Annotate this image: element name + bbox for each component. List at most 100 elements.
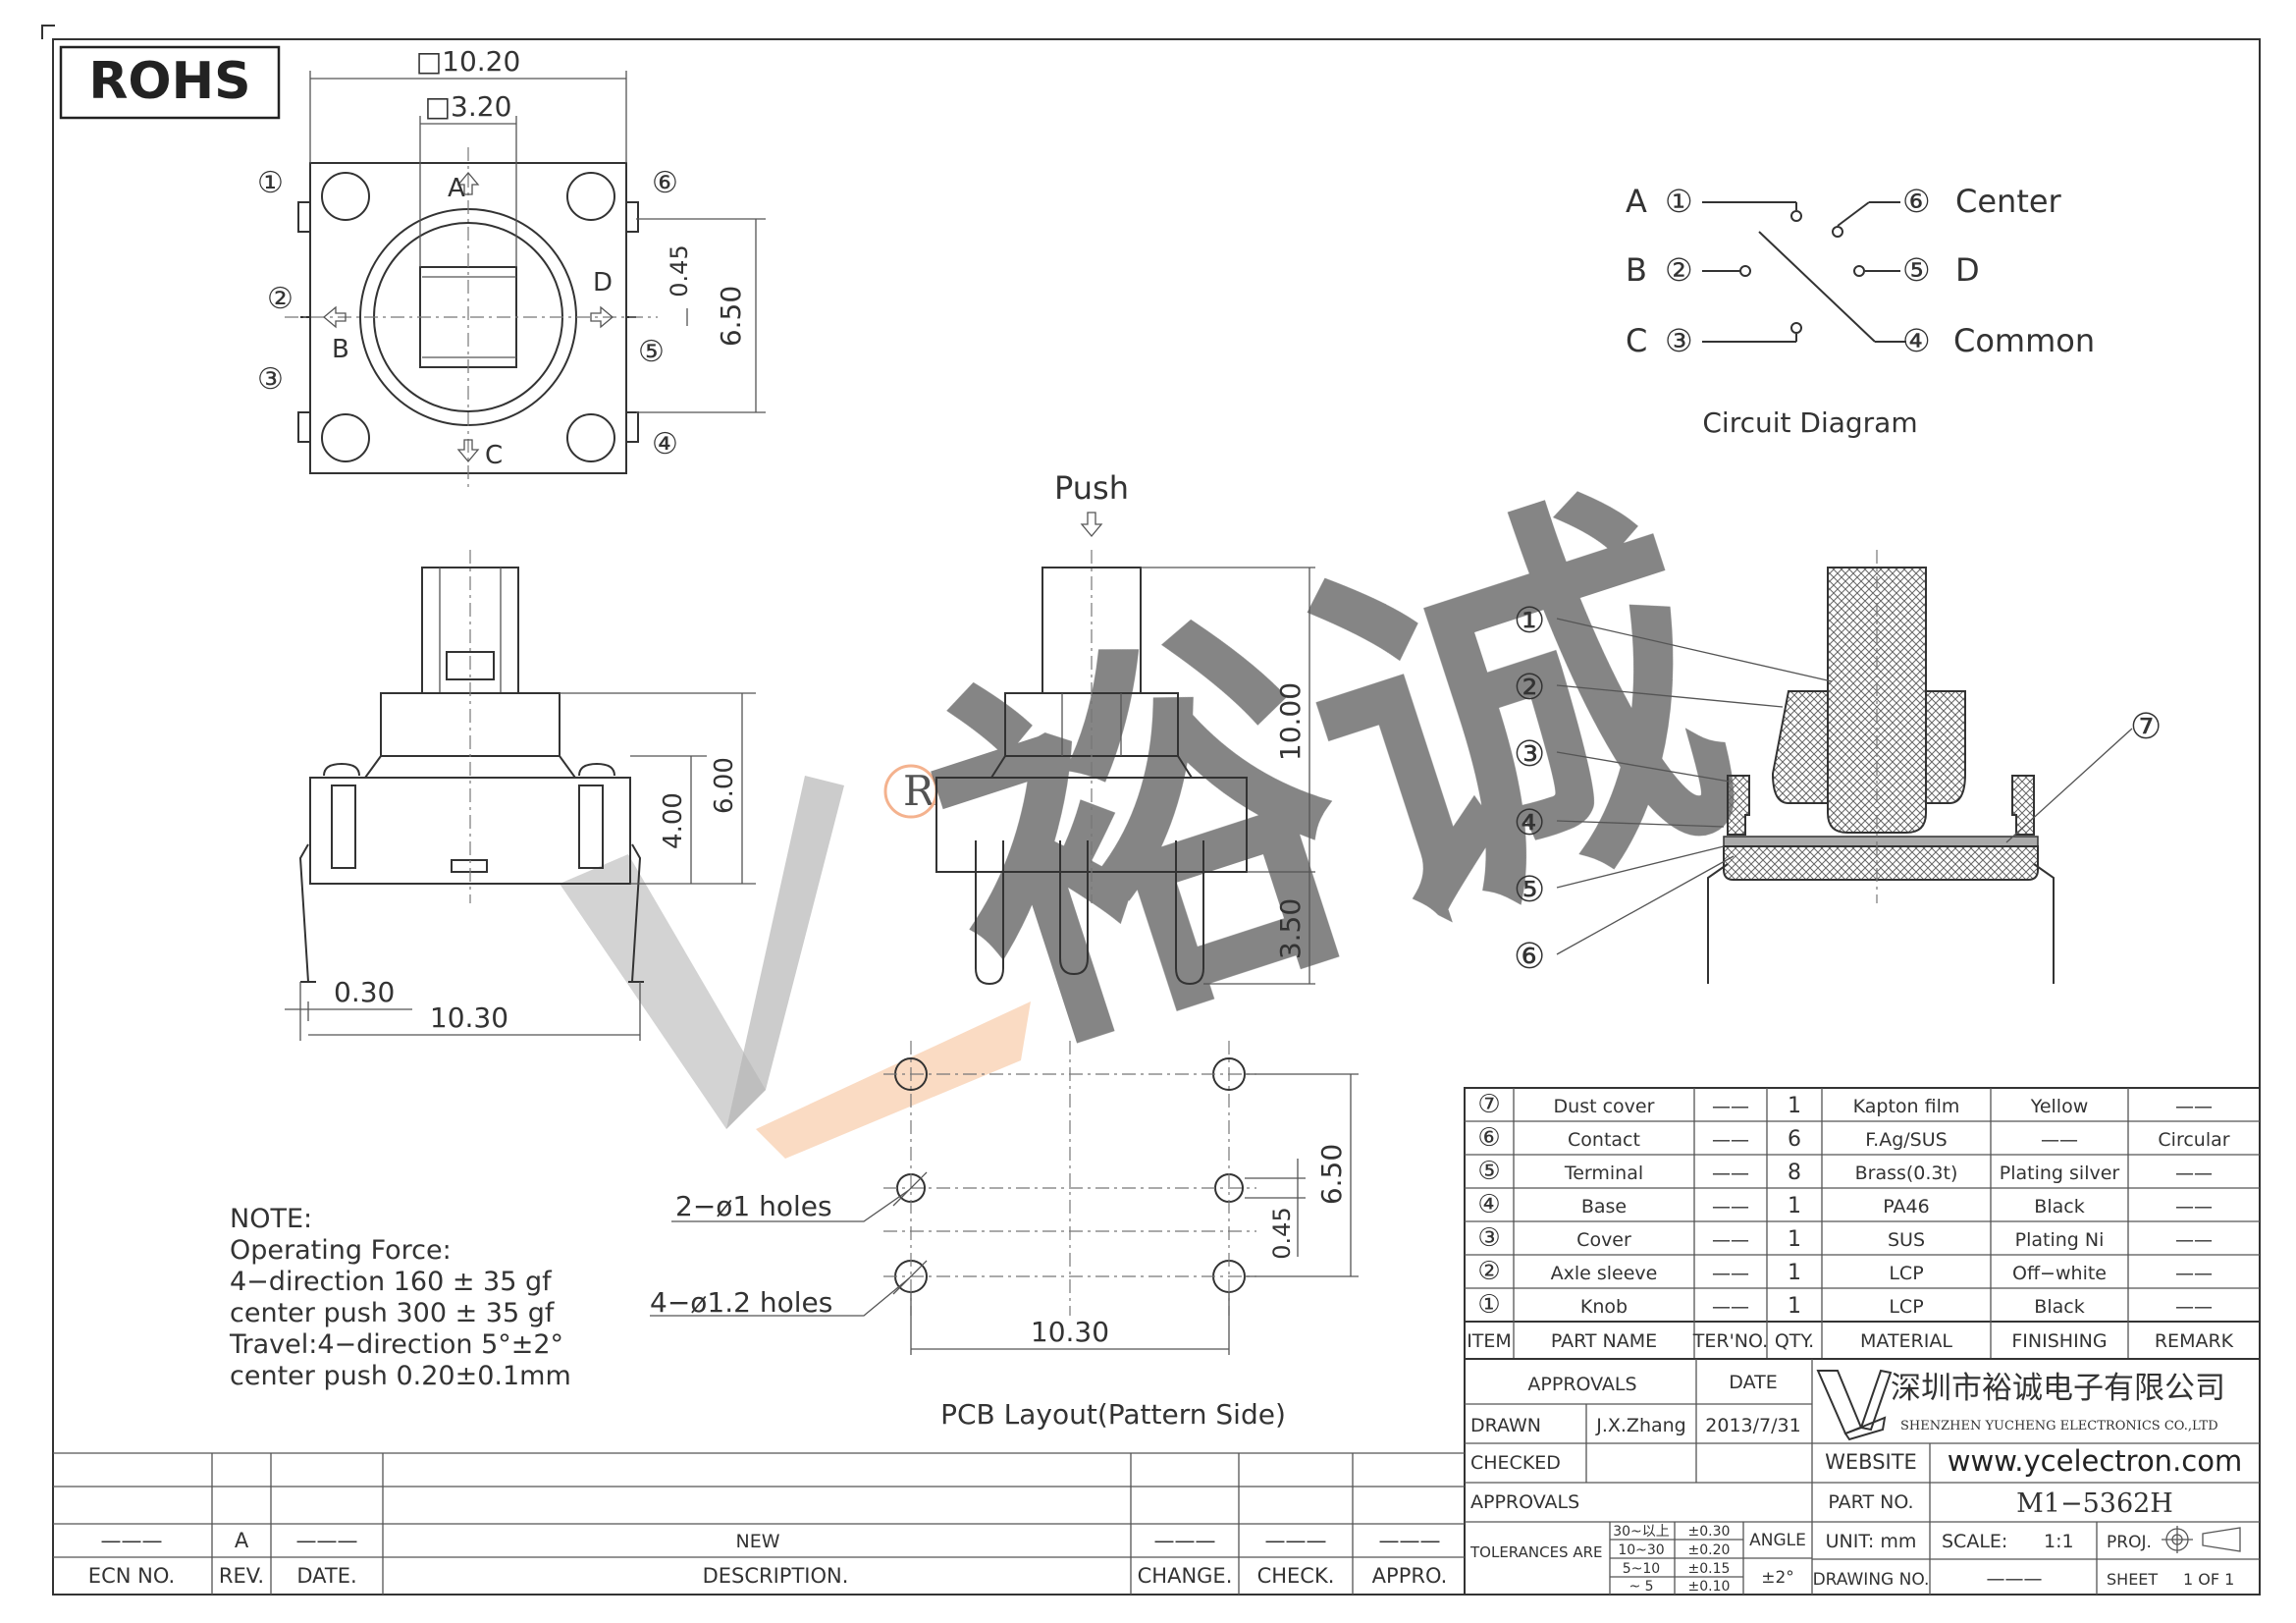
- section-callout-6: ⑥: [1514, 937, 1545, 977]
- bom-finishing: Off−white: [2012, 1263, 2107, 1284]
- bom-ter-no: ——: [1712, 1129, 1749, 1151]
- section-callout-7: ⑦: [2130, 707, 2162, 747]
- note-line: center push 300 ± 35 gf: [230, 1298, 556, 1328]
- dir-c: C: [485, 441, 503, 470]
- bom-header: FINISHING: [2011, 1330, 2107, 1352]
- sheet-label: SHEET: [2107, 1570, 2158, 1589]
- bom-item: ④: [1477, 1190, 1500, 1219]
- bom-ter-no: ——: [1712, 1163, 1749, 1184]
- bom-finishing: Plating silver: [2000, 1163, 2120, 1184]
- dir-a: A: [448, 174, 465, 203]
- bom-item: ⑤: [1477, 1157, 1500, 1186]
- bom-material: LCP: [1889, 1263, 1923, 1284]
- bom-part-name: Cover: [1576, 1229, 1631, 1251]
- bom-header: PART NAME: [1551, 1330, 1657, 1352]
- rev-description-header: DESCRIPTION.: [703, 1564, 849, 1588]
- dim-inner: □3.20: [425, 90, 512, 123]
- top-view: A B C D ① ② ③ ④ ⑤ ⑥ □10.20 □3.20 6.50 0.…: [257, 45, 766, 491]
- section-callout-3: ③: [1514, 734, 1545, 775]
- circuit-pin-3: ③: [1665, 322, 1693, 359]
- push-label: Push: [1054, 469, 1129, 507]
- pcb-dim-1030: 10.30: [1031, 1316, 1109, 1348]
- dim-1000: 10.00: [1274, 682, 1307, 761]
- angle-value: ±2°: [1761, 1568, 1794, 1588]
- note-line: Travel:4−direction 5°±2°: [229, 1329, 563, 1360]
- cross-section: ① ② ③ ④ ⑤ ⑥ ⑦: [1514, 550, 2162, 984]
- pcb-holes-4: 4−ø1.2 holes: [650, 1286, 832, 1319]
- rev-ecn-value: ———: [101, 1529, 163, 1552]
- bom-qty: 1: [1788, 1094, 1801, 1118]
- rev-description-value: NEW: [735, 1531, 779, 1552]
- bom-finishing: Plating Ni: [2015, 1229, 2105, 1251]
- pin-6: ⑥: [652, 166, 678, 200]
- pcb-dim-650: 6.50: [1315, 1144, 1348, 1205]
- pcb-caption: PCB Layout(Pattern Side): [940, 1398, 1286, 1431]
- dim-350: 3.50: [1274, 898, 1307, 959]
- tol-range: 10~30: [1618, 1542, 1664, 1558]
- bom-material: PA46: [1883, 1196, 1929, 1217]
- watermark-text: 裕诚: [887, 441, 1776, 1117]
- revision-block: ECN NO. REV. DATE. DESCRIPTION. CHANGE. …: [53, 1452, 1465, 1595]
- bom-qty: 1: [1788, 1227, 1801, 1252]
- projection-symbol-icon: [2162, 1526, 2241, 1553]
- bom-remark: ——: [2175, 1196, 2213, 1217]
- bom-header: TER'NO.: [1692, 1330, 1768, 1352]
- pin-1: ①: [257, 166, 284, 200]
- drawn-by: J.X.Zhang: [1595, 1415, 1686, 1436]
- bom-part-name: Terminal: [1564, 1163, 1643, 1184]
- circuit-pin-5: ⑤: [1902, 251, 1931, 289]
- bom-part-name: Base: [1581, 1196, 1627, 1217]
- tol-value: ±0.10: [1688, 1579, 1731, 1595]
- bom-qty: 1: [1788, 1194, 1801, 1218]
- part-no-value: M1−5362H: [2016, 1488, 2173, 1519]
- bom-part-name: Axle sleeve: [1551, 1263, 1658, 1284]
- pcb-holes-2: 2−ø1 holes: [675, 1190, 832, 1222]
- bom-ter-no: ——: [1712, 1196, 1749, 1217]
- circuit-pin-2: ②: [1665, 251, 1693, 289]
- pcb-layout: 6.50 0.45 10.30 2−ø1 holes 4−ø1.2 holes …: [650, 1041, 1359, 1431]
- bom-finishing: ——: [2041, 1129, 2078, 1151]
- rev-appro-header: APPRO.: [1372, 1564, 1448, 1588]
- note-line: 4−direction 160 ± 35 gf: [230, 1267, 553, 1297]
- bom-remark: ——: [2175, 1263, 2213, 1284]
- rohs-label: ROHS: [88, 52, 250, 111]
- bom-qty: 8: [1788, 1161, 1801, 1185]
- note-line: Operating Force:: [230, 1235, 452, 1266]
- bom-item: ②: [1477, 1257, 1500, 1286]
- circuit-pin-6: ⑥: [1902, 183, 1931, 220]
- bom-material: F.Ag/SUS: [1865, 1129, 1947, 1151]
- section-callout-4: ④: [1514, 803, 1545, 843]
- drawn-date: 2013/7/31: [1705, 1415, 1800, 1436]
- approvals2-label: APPROVALS: [1470, 1491, 1579, 1513]
- date-label: DATE: [1729, 1372, 1777, 1393]
- rev-rev-header: REV.: [219, 1564, 264, 1588]
- drawing-no-value: ———: [1987, 1568, 2043, 1590]
- pin-3: ③: [257, 362, 284, 397]
- bom-part-name: Knob: [1580, 1296, 1628, 1318]
- approvals-label: APPROVALS: [1527, 1374, 1636, 1395]
- rev-check-header: CHECK.: [1257, 1564, 1335, 1588]
- bom-header: ITEM: [1467, 1330, 1512, 1352]
- rev-ecn-header: ECN NO.: [88, 1564, 175, 1588]
- tol-range: ~ 5: [1629, 1579, 1653, 1595]
- proj-label: PROJ.: [2107, 1533, 2152, 1552]
- pin-2: ②: [267, 282, 294, 316]
- angle-label: ANGLE: [1749, 1531, 1806, 1550]
- unit-label: UNIT: mm: [1826, 1531, 1917, 1552]
- sheet-value: 1 OF 1: [2183, 1570, 2234, 1589]
- circuit-pin-1: ①: [1665, 183, 1693, 220]
- bom-material: SUS: [1888, 1229, 1925, 1251]
- bom-material: LCP: [1889, 1296, 1923, 1318]
- circuit-label-d: D: [1955, 251, 1980, 289]
- title-block: APPROVALS DATE DRAWN J.X.Zhang 2013/7/31…: [1464, 1358, 2261, 1596]
- rev-date-value: ———: [296, 1529, 358, 1552]
- circuit-pin-4: ④: [1902, 322, 1931, 359]
- section-callout-1: ①: [1514, 601, 1545, 641]
- bom-item: ③: [1477, 1223, 1500, 1253]
- scale-label: SCALE:: [1942, 1531, 2007, 1552]
- bom-finishing: Black: [2034, 1296, 2084, 1318]
- company-logo: [1816, 1369, 1893, 1441]
- tolerances-label: TOLERANCES ARE: [1469, 1543, 1603, 1561]
- dir-b: B: [332, 335, 349, 364]
